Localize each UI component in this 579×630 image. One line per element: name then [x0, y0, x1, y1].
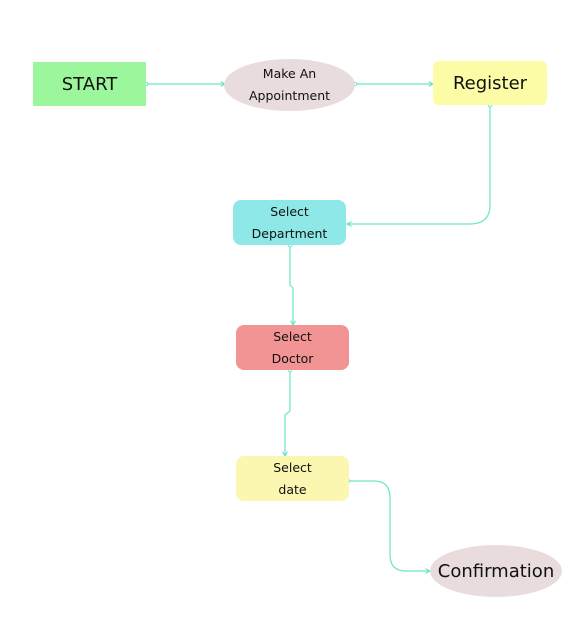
select-department-node[interactable]: Select Department: [233, 200, 346, 245]
select-department-label-line2: Department: [251, 225, 328, 241]
confirmation-node[interactable]: Confirmation: [430, 545, 562, 597]
make-appointment-node[interactable]: Make An Appointment: [224, 59, 355, 111]
make-appointment-label-line1: Make An: [262, 66, 317, 81]
select-doctor-node[interactable]: Select Doctor: [236, 325, 349, 370]
edge-department-doctor: [289, 245, 294, 325]
edge-register-department: [347, 105, 491, 225]
select-doctor-label-line1: Select: [273, 328, 312, 344]
select-doctor-label-line2: Doctor: [271, 350, 314, 366]
select-date-label-line1: Select: [273, 459, 312, 475]
register-label: Register: [452, 72, 528, 94]
make-appointment-label-line2: Appointment: [248, 88, 331, 103]
select-date-node[interactable]: Select date: [236, 456, 349, 501]
start-node[interactable]: START: [33, 62, 146, 106]
edge-date-confirmation: [348, 480, 430, 572]
start-label: START: [61, 73, 118, 95]
select-date-label-line2: date: [278, 481, 307, 497]
register-node[interactable]: Register: [433, 61, 547, 105]
confirmation-label: Confirmation: [437, 560, 555, 582]
arrowhead-icon: [345, 221, 352, 227]
edge-doctor-date: [284, 370, 291, 456]
select-department-label-line1: Select: [270, 203, 309, 219]
